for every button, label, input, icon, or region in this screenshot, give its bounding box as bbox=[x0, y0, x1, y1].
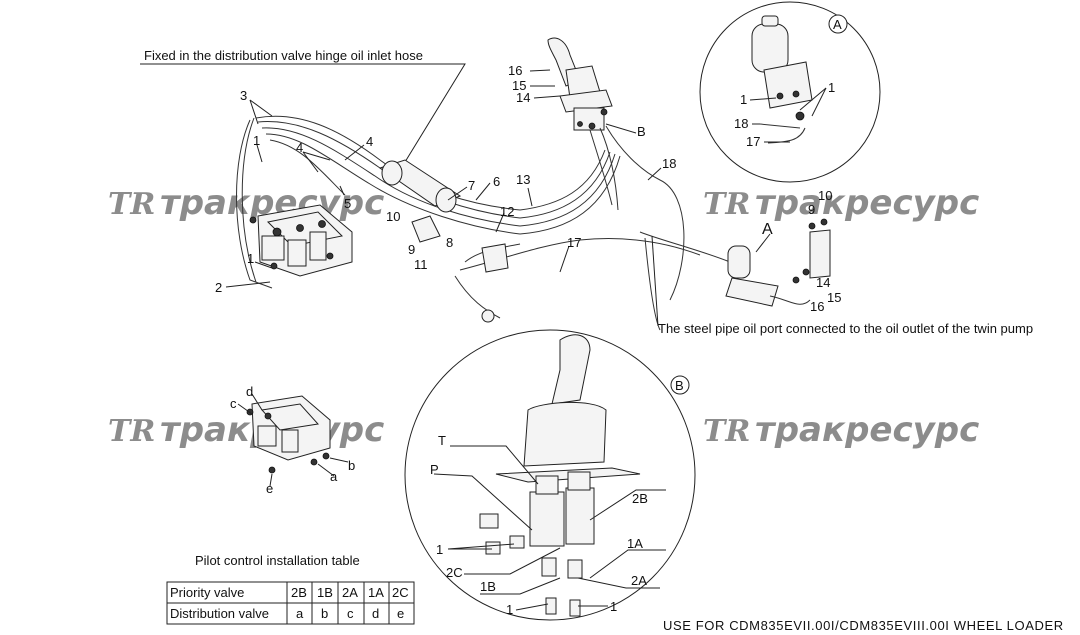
label-13: 13 bbox=[516, 172, 530, 187]
detail-b-marker: B bbox=[675, 378, 684, 393]
watermark-logo: TR bbox=[108, 414, 155, 449]
label-5: 5 bbox=[344, 196, 351, 211]
detail-a-label-17: 17 bbox=[746, 134, 760, 149]
hose-clamp-bracket bbox=[378, 159, 509, 323]
port-label-2C: 2C bbox=[446, 565, 463, 580]
valve-port-d: d bbox=[246, 384, 253, 399]
table-cell: e bbox=[397, 606, 404, 621]
valve-port-b: b bbox=[348, 458, 355, 473]
label-3: 3 bbox=[240, 88, 247, 103]
detail-b-label-1: 1 bbox=[506, 602, 513, 617]
caption-hinge-inlet-hose: Fixed in the distribution valve hinge oi… bbox=[144, 48, 423, 63]
label-15: 15 bbox=[512, 78, 526, 93]
accumulator-assembly bbox=[639, 218, 831, 331]
main-part-labels: 3 1 4 4 5 1 2 7 6 13 12 10 9 8 11 17 18 … bbox=[215, 63, 841, 314]
label-7: 7 bbox=[468, 178, 475, 193]
table-cell: 1B bbox=[317, 585, 333, 600]
caption-leader bbox=[140, 63, 466, 163]
table-cell: c bbox=[347, 606, 354, 621]
label-14: 14 bbox=[816, 275, 830, 290]
detail-a-label-1: 1 bbox=[740, 92, 747, 107]
table-cell: b bbox=[321, 606, 328, 621]
watermark-mid-left: TR тракресурс bbox=[108, 410, 384, 450]
label-6: 6 bbox=[493, 174, 500, 189]
table-cell: 2C bbox=[392, 585, 409, 600]
label-10: 10 bbox=[818, 188, 832, 203]
table-title: Pilot control installation table bbox=[195, 553, 360, 568]
valve-port-e: e bbox=[266, 481, 273, 496]
port-label-P: P bbox=[430, 462, 439, 477]
label-12: 12 bbox=[500, 204, 514, 219]
label-8: 8 bbox=[446, 235, 453, 250]
detail-b-label-1: 1 bbox=[610, 599, 617, 614]
label-4: 4 bbox=[296, 140, 303, 155]
label-11: 11 bbox=[414, 257, 428, 272]
caption-steel-pipe: The steel pipe oil port connected to the… bbox=[658, 321, 1033, 336]
detail-a-label-18: 18 bbox=[734, 116, 748, 131]
label-14: 14 bbox=[516, 90, 530, 105]
port-label-2A: 2A bbox=[631, 573, 647, 588]
pilot-joystick-top bbox=[547, 37, 685, 301]
watermark-mid-right: TR тракресурс bbox=[703, 410, 979, 450]
table-row-head: Priority valve bbox=[170, 585, 244, 600]
label-9: 9 bbox=[808, 202, 815, 217]
detail-a-label-1: 1 bbox=[828, 80, 835, 95]
detail-a: A 1 1 18 17 bbox=[699, 1, 881, 183]
table-cell: 1A bbox=[368, 585, 384, 600]
small-distribution-valve: d c b a e bbox=[230, 384, 355, 496]
watermark-top-right: TR тракресурс bbox=[703, 183, 979, 223]
watermark-text: тракресурс bbox=[755, 410, 979, 450]
label-9: 9 bbox=[408, 242, 415, 257]
detail-b: B T P 1 2C 1B 2B 1A 2A 1 1 bbox=[404, 329, 696, 621]
table-cell: 2B bbox=[291, 585, 307, 600]
label-18: 18 bbox=[662, 156, 676, 171]
port-label-T: T bbox=[438, 433, 446, 448]
table-cell: d bbox=[372, 606, 379, 621]
watermark-logo: TR bbox=[108, 187, 155, 222]
valve-port-c: c bbox=[230, 396, 237, 411]
label-1: 1 bbox=[253, 133, 260, 148]
watermark-text: тракресурс bbox=[755, 183, 979, 223]
distribution-valve bbox=[249, 204, 353, 277]
table-cell: a bbox=[296, 606, 304, 621]
watermark-top-left: TR тракресурс bbox=[108, 183, 384, 223]
valve-port-a: a bbox=[330, 469, 338, 484]
footer-caption: USE FOR CDM835EVII.00I/CDM835EVIII.00I W… bbox=[663, 618, 1064, 633]
installation-table: Priority valve 2B 1B 2A 1A 2C Distributi… bbox=[166, 581, 415, 625]
label-15: 15 bbox=[827, 290, 841, 305]
main-leaders bbox=[225, 69, 771, 327]
label-2: 2 bbox=[215, 280, 222, 295]
detail-b-label-1: 1 bbox=[436, 542, 443, 557]
label-16: 16 bbox=[508, 63, 522, 78]
port-label-2B: 2B bbox=[632, 491, 648, 506]
table-cell: 2A bbox=[342, 585, 358, 600]
table-row-head: Distribution valve bbox=[170, 606, 269, 621]
label-4: 4 bbox=[366, 134, 373, 149]
label-17: 17 bbox=[567, 235, 581, 250]
port-label-1B: 1B bbox=[480, 579, 496, 594]
watermark-logo: TR bbox=[703, 187, 750, 222]
watermark-logo: TR bbox=[703, 414, 750, 449]
label-16: 16 bbox=[810, 299, 824, 314]
label-10: 10 bbox=[386, 209, 400, 224]
label-1: 1 bbox=[247, 251, 254, 266]
label-A: A bbox=[762, 221, 773, 238]
port-label-1A: 1A bbox=[627, 536, 643, 551]
detail-a-marker: A bbox=[833, 17, 842, 32]
label-B: B bbox=[637, 124, 646, 139]
